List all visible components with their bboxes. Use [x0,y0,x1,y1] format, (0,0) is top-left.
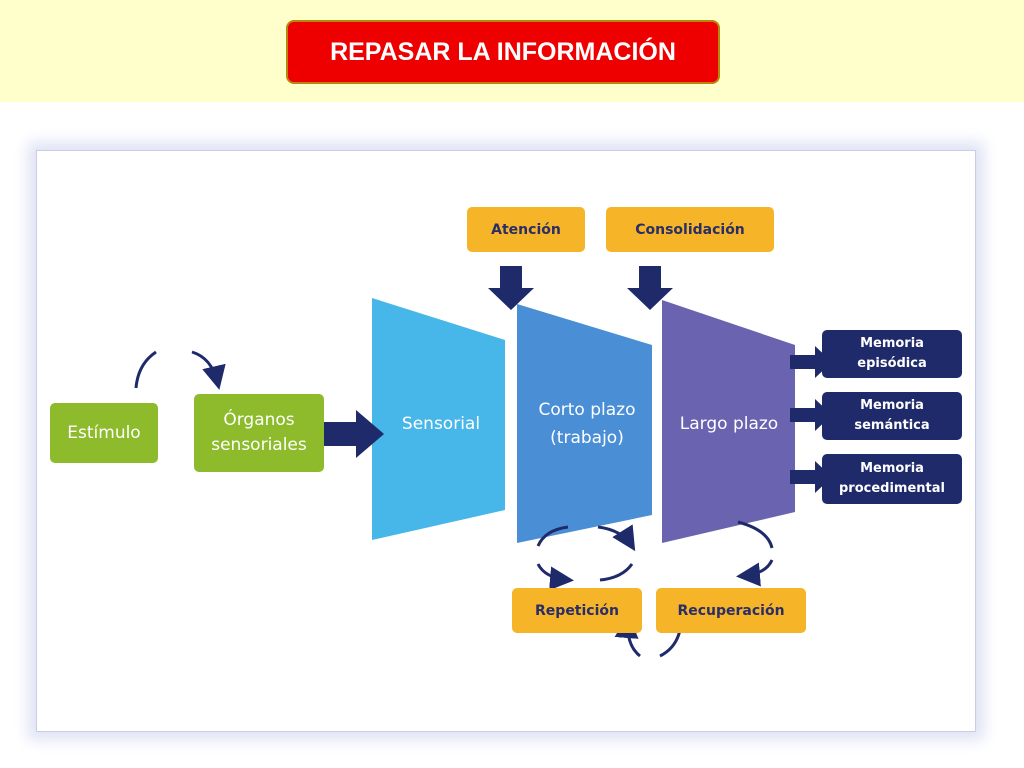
corto-plazo-label: Corto plazo (trabajo) [522,396,652,452]
corto-plazo-label-line1: Corto plazo [538,400,636,420]
loop-repeticion-top-right [597,524,636,552]
sensorial-label: Sensorial [386,410,496,438]
repeticion-label: Repetición [535,602,619,619]
memoria-episodica-box: Memoria episódica [822,330,962,378]
loop-repeticion-top-left [536,525,569,547]
arrow-atencion-down [488,266,534,310]
loop-repeticion-bottom-left [536,563,574,591]
episodica-line2: episódica [857,356,927,371]
semantica-line1: Memoria [860,398,924,413]
arrow-to-sensorial [320,410,384,458]
procedimental-line2: procedimental [839,481,945,496]
sensorial-label-text: Sensorial [401,414,481,434]
episodica-line1: Memoria [860,336,924,351]
page-title: REPASAR LA INFORMACIÓN [286,20,720,84]
atencion-label: Atención [491,221,561,238]
semantica-line2: semántica [854,418,930,433]
largo-plazo-label: Largo plazo [666,410,792,438]
recuperacion-label: Recuperación [677,602,785,619]
arrow-to-procedimental [790,461,832,493]
organos-label-line1: Órganos [223,410,295,430]
estimulo-box: Estímulo [50,403,158,463]
repeticion-box: Repetición [512,588,642,633]
memoria-semantica-box: Memoria semántica [822,392,962,440]
consolidacion-box: Consolidación [606,207,774,252]
procedimental-line1: Memoria [860,461,924,476]
consolidacion-label: Consolidación [635,221,745,238]
arrow-consolidacion-down [627,266,673,310]
curve-estimulo-up [134,350,157,389]
largo-plazo-stage [662,300,795,543]
loop-recuperacion-top [737,520,774,549]
estimulo-label: Estímulo [67,422,141,443]
arrow-to-episodica [790,346,832,378]
largo-plazo-label-text: Largo plazo [679,414,779,434]
sensorial-stage [372,298,505,540]
curve-organos-down [191,350,226,390]
atencion-box: Atención [467,207,585,252]
corto-plazo-label-line2: (trabajo) [550,428,624,448]
arrow-to-semantica [790,399,832,431]
loop-repeticion-bottom-right [599,563,634,582]
loop-recuperacion-bottom [736,559,774,587]
organos-label-line2: sensoriales [211,435,307,455]
corto-plazo-stage [517,304,652,543]
memoria-procedimental-box: Memoria procedimental [822,454,962,504]
organos-sensoriales-box: Órganos sensoriales [194,394,324,472]
recuperacion-box: Recuperación [656,588,806,633]
curve-bottom-right [659,629,682,658]
